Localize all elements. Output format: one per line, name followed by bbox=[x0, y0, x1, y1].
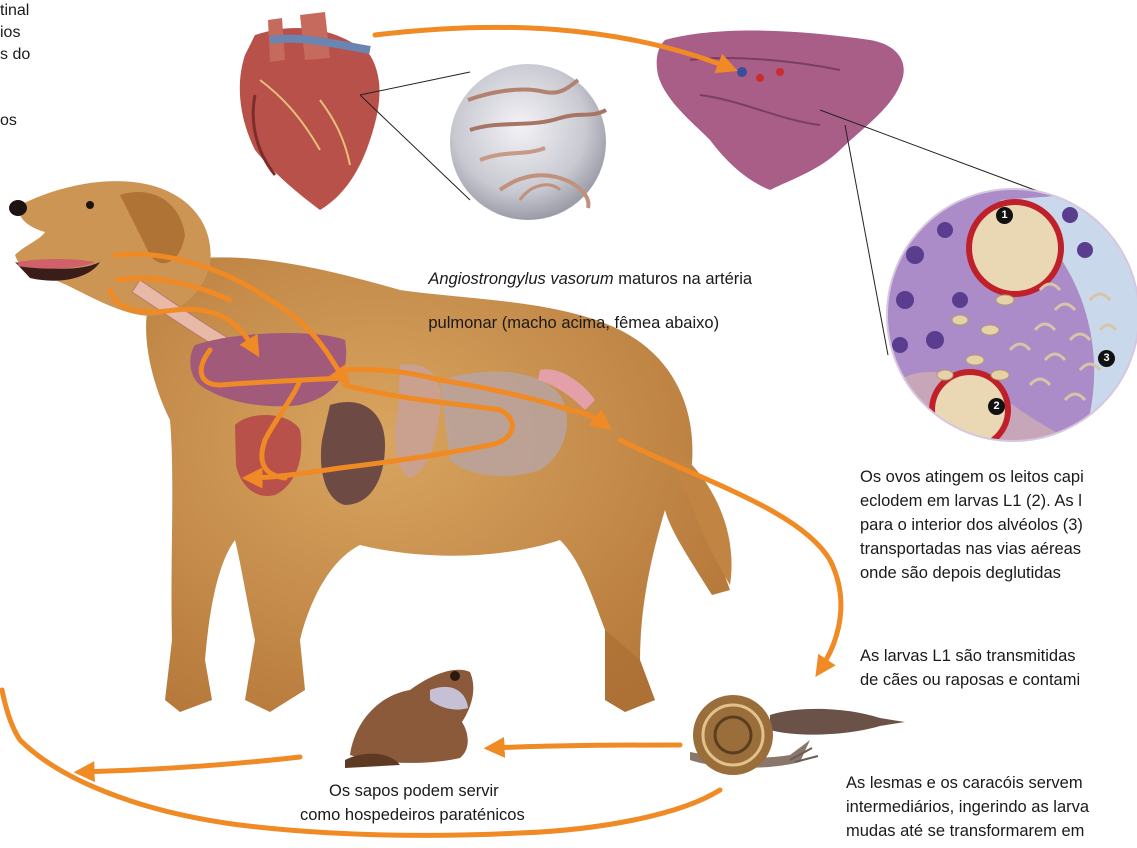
alveoli-caption-line: eclodem em larvas L1 (2). As l bbox=[860, 490, 1082, 512]
alveoli-caption-line: Os ovos atingem os leitos capi bbox=[860, 466, 1084, 488]
callout-2: 2 bbox=[988, 398, 1005, 415]
snail-illustration bbox=[690, 695, 905, 775]
frog-illustration bbox=[345, 670, 473, 768]
worm-caption-line2: pulmonar (macho acima, fêmea abaixo) bbox=[428, 314, 719, 332]
frog-caption-line: Os sapos podem servir bbox=[329, 780, 499, 802]
frog-caption-line: como hospedeiros paraténicos bbox=[300, 804, 525, 826]
fragment-line: tinal bbox=[0, 0, 29, 22]
callout-1: 1 bbox=[996, 207, 1013, 224]
alveoli-caption-line: onde são depois deglutidas bbox=[860, 562, 1061, 584]
callout-3: 3 bbox=[1098, 350, 1115, 367]
fragment-line: os bbox=[0, 110, 17, 132]
worm-species-name: Angiostrongylus vasorum bbox=[428, 270, 613, 288]
snail-caption-line: mudas até se transformarem em bbox=[846, 820, 1084, 842]
worm-caption-rest: maturos na artéria bbox=[614, 270, 752, 288]
alveoli-caption-line: transportadas nas vias aéreas bbox=[860, 538, 1081, 560]
alveoli-magnifier bbox=[880, 189, 1137, 450]
feces-caption-line: de cães ou raposas e contami bbox=[860, 669, 1080, 691]
fragment-line: ios bbox=[0, 22, 20, 44]
snail-caption-line: As lesmas e os caracóis servem bbox=[846, 772, 1083, 794]
heart-illustration bbox=[240, 12, 380, 210]
worm-caption: Angiostrongylus vasorum maturos na artér… bbox=[410, 246, 752, 356]
feces-caption-line: As larvas L1 são transmitidas bbox=[860, 645, 1076, 667]
worm-magnifier bbox=[450, 64, 606, 220]
snail-caption-line: intermediários, ingerindo as larva bbox=[846, 796, 1089, 818]
alveoli-caption-line: para o interior dos alvéolos (3) bbox=[860, 514, 1083, 536]
fragment-line: s do bbox=[0, 44, 30, 66]
